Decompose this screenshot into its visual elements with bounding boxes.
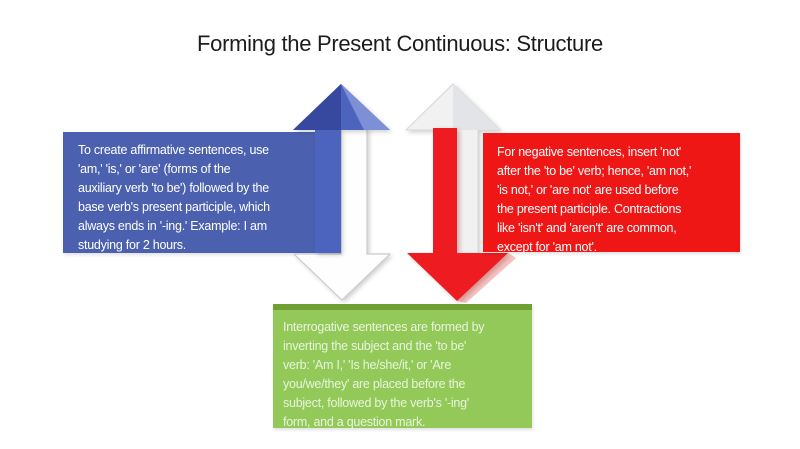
- affirmative-box: To create affirmative sentences, use 'am…: [63, 132, 345, 253]
- text-line: after the 'to be' verb; hence, 'am not,': [497, 164, 692, 178]
- text-line: For negative sentences, insert 'not': [497, 145, 682, 159]
- text-line: base verb's present participle, which: [78, 200, 270, 214]
- text-line: studying for 2 hours.: [78, 238, 187, 252]
- text-line: form, and a question mark.: [283, 415, 426, 429]
- text-line: the present participle. Contractions: [497, 202, 682, 216]
- text-line: auxiliary verb 'to be') followed by the: [78, 181, 269, 195]
- text-line: 'am,' 'is,' or 'are' (forms of the: [78, 162, 231, 176]
- text-line: Interrogative sentences are formed by: [283, 320, 485, 334]
- text-line: 'is not,' or 'are not' are used before: [497, 183, 679, 197]
- negative-box: For negative sentences, insert 'not' aft…: [483, 133, 740, 254]
- white-up-arrow-bevel: [453, 84, 500, 130]
- text-line: like 'isn't' and 'aren't' are common,: [497, 221, 677, 235]
- text-line: you/we/they' are placed before the: [283, 377, 466, 391]
- text-line: verb: 'Am I,' 'Is he/she/it,' or 'Are: [283, 358, 452, 372]
- blue-up-arrow-left-bevel: [293, 84, 341, 130]
- red-down-arrow-shadow: [457, 253, 516, 303]
- slide-title: Forming the Present Continuous: Structur…: [197, 31, 603, 56]
- blue-up-arrow-right-bevel: [341, 84, 390, 130]
- interrogative-box: Interrogative sentences are formed by in…: [273, 304, 532, 429]
- text-line: To create affirmative sentences, use: [78, 143, 269, 157]
- text-line: subject, followed by the verb's '-ing': [283, 396, 469, 410]
- text-line: always ends in '-ing.' Example: I am: [78, 219, 267, 233]
- text-line: except for 'am not'.: [497, 240, 597, 254]
- text-line: inverting the subject and the 'to be': [283, 339, 467, 353]
